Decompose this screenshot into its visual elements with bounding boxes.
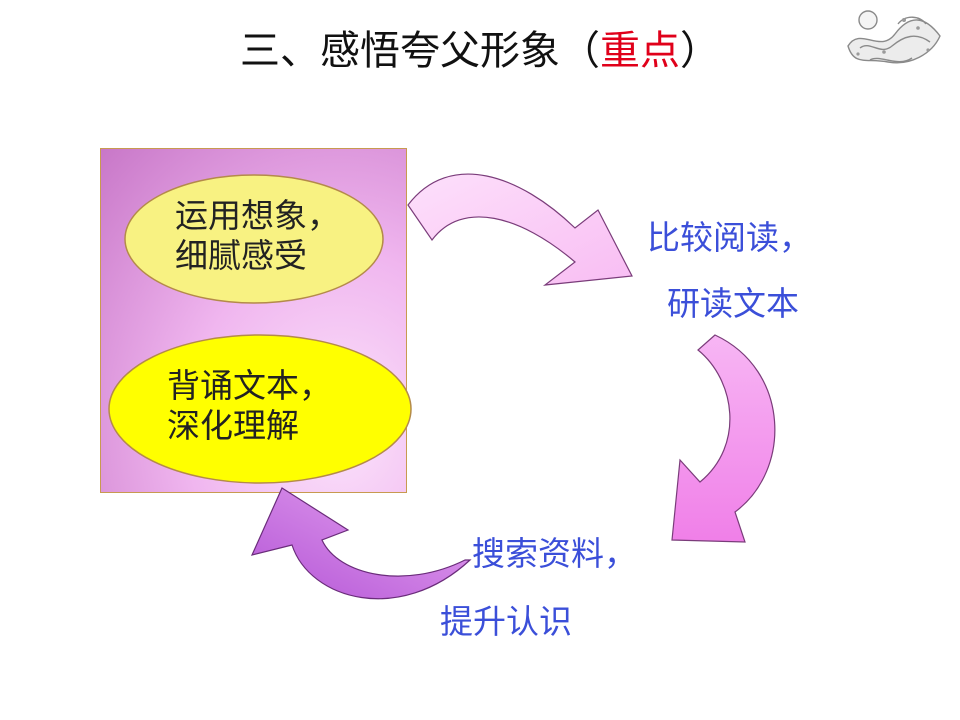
title-highlight: 重点	[600, 28, 680, 74]
ellipse-top-line1: 运用想象，	[175, 196, 340, 235]
step-bottom-line2: 提升认识	[440, 602, 572, 641]
ellipse-top-text: 运用想象， 细腻感受	[175, 196, 340, 276]
step-right-line1: 比较阅读，	[647, 218, 812, 257]
dragon-logo-icon	[847, 10, 941, 64]
title-prefix: 三、感悟夸父形象（	[240, 28, 600, 74]
ellipse-bottom-line2: 深化理解	[167, 406, 299, 445]
ellipse-top	[124, 174, 384, 304]
ellipse-top-line2: 细腻感受	[175, 236, 307, 275]
arrow-top-right	[407, 173, 633, 286]
title-suffix: ）	[680, 28, 720, 74]
ellipse-bottom	[108, 334, 412, 484]
arrow-bottom-left	[250, 487, 472, 600]
ellipse-bottom-text: 背诵文本， 深化理解	[167, 366, 332, 446]
ellipse-bottom-line1: 背诵文本，	[167, 366, 332, 405]
step-right-line2: 研读文本	[667, 284, 799, 323]
arrow-right-down	[671, 334, 776, 543]
page-title: 三、感悟夸父形象（重点）	[0, 18, 960, 76]
step-bottom-line1: 搜索资料，	[472, 534, 637, 573]
